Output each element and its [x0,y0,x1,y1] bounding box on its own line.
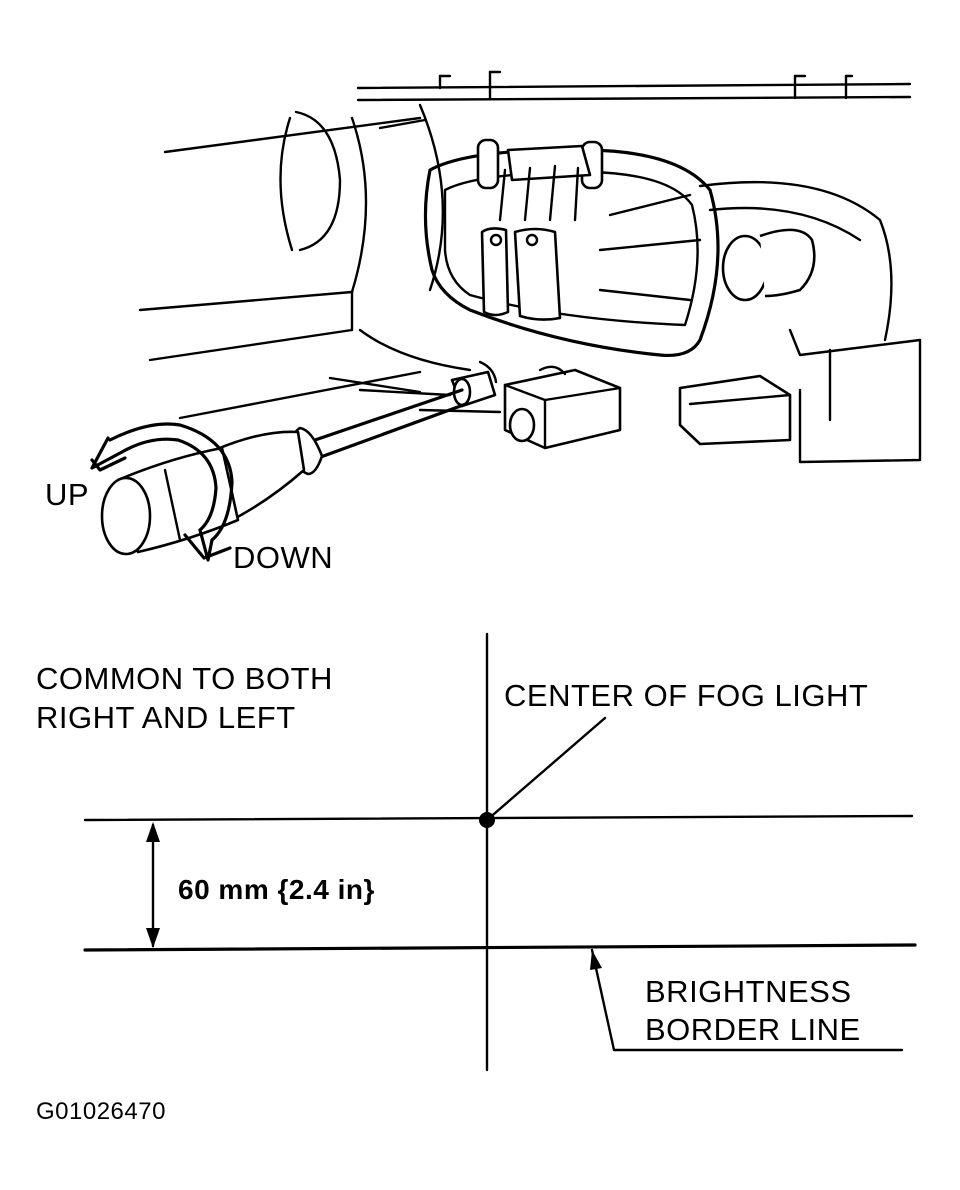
figure-code: G01026470 [36,1098,166,1125]
rotation-arrow-icon [90,422,234,562]
up-label: UP [45,477,90,512]
brightness-label-line1: BRIGHTNESS [645,974,852,1009]
brightness-label-line2: BORDER LINE [645,1012,861,1047]
border-line-leader [590,948,904,1052]
screwdriver-icon [100,388,468,556]
distance-label: 60 mm {2.4 in} [178,874,375,905]
vehicle-bumper-illustration [138,70,922,464]
dimension-arrow-icon [146,822,160,948]
center-of-fog-light-label: CENTER OF FOG LIGHT [504,678,869,713]
common-label-line1: COMMON TO BOTH [36,661,333,696]
common-label-line2: RIGHT AND LEFT [36,700,296,735]
down-label: DOWN [233,540,334,575]
aiming-chart [83,632,917,1072]
